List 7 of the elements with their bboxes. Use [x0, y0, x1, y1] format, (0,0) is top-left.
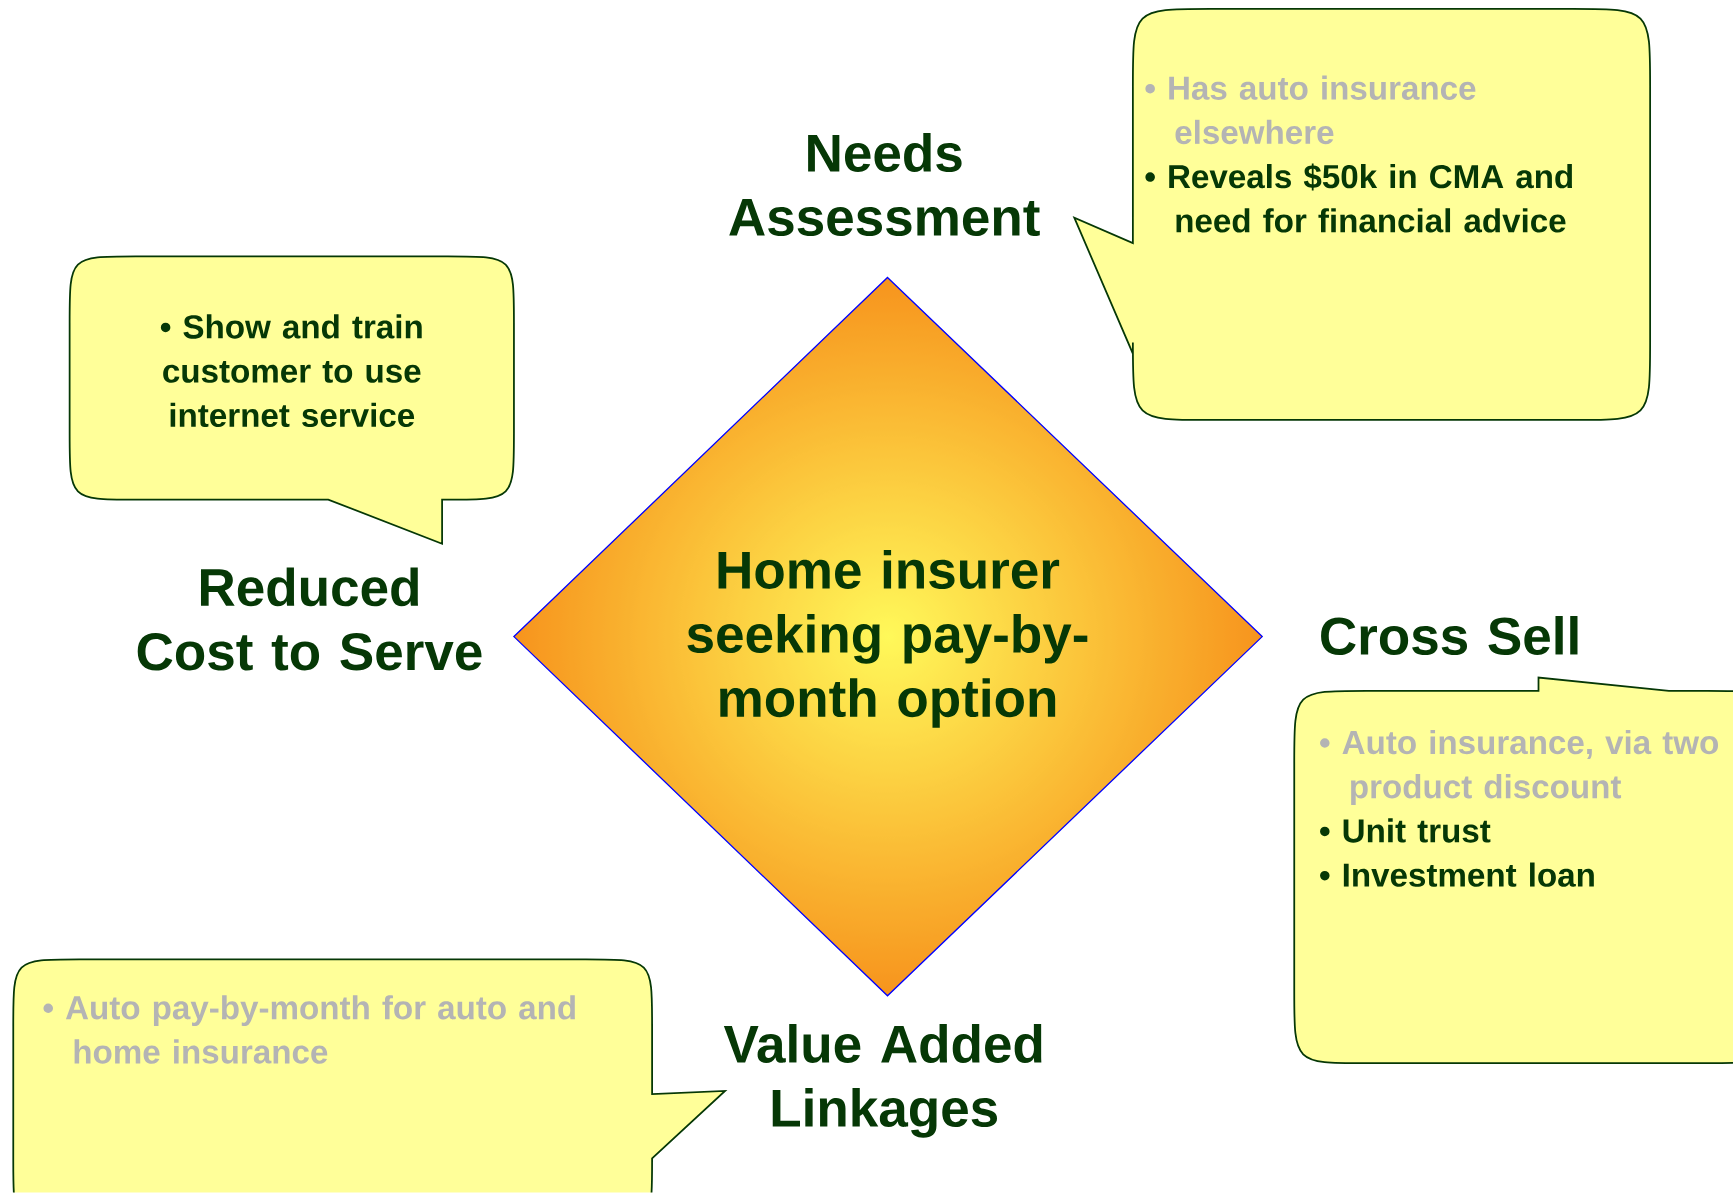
heading: Needs Assessment [729, 133, 1040, 237]
speech-bubble: • Show and train customer to use internet service [68, 255, 515, 545]
speech-bubble: • Has auto insurance elsewhere • Reveals $50k in CMA and need for financial advice [1073, 8, 1651, 422]
heading: Value Added Linkages [723, 1024, 1042, 1139]
heading: Cross Sell [1321, 616, 1578, 656]
speech-bubble: • Auto insurance, via two product discount • Unit trust • Investment loan [1293, 676, 1733, 1065]
heading: Reduced Cost to Serve [137, 567, 482, 671]
